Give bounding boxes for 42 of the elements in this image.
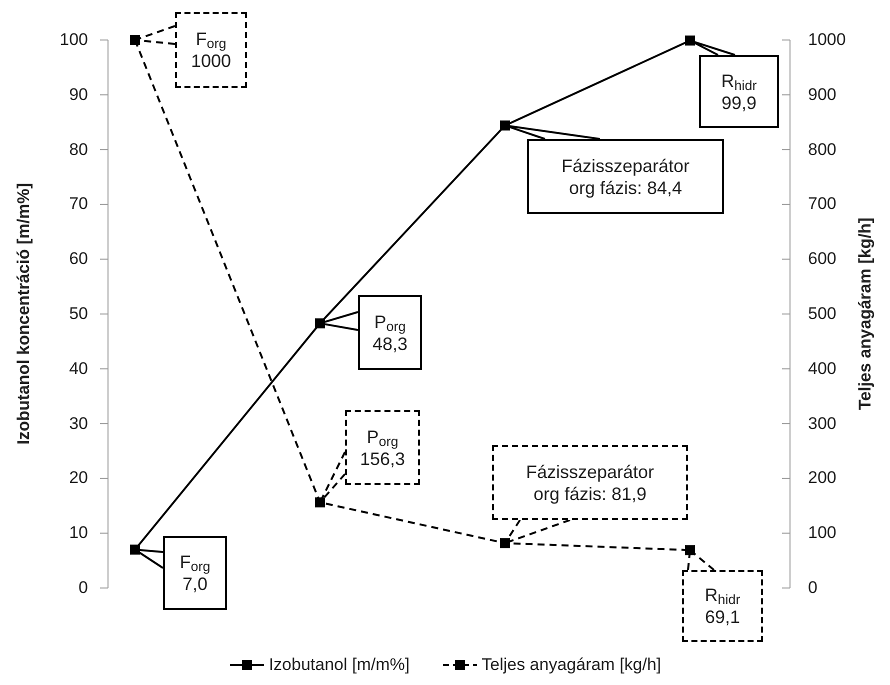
tick-label: 20 bbox=[68, 468, 88, 488]
callout-label: Fázisszeparátor org fázis: 81,9 bbox=[492, 445, 688, 520]
tick-label: 1000 bbox=[808, 30, 846, 50]
annotation: Fázisszeparátor org fázis: 84,4 bbox=[560, 154, 691, 198]
tick-label: 400 bbox=[808, 358, 836, 379]
axis-title: Izobutanol koncentráció [m/m%] bbox=[13, 183, 34, 445]
tick-label: 60 bbox=[68, 249, 88, 270]
axis-title: Teljes anyagáram [kg/h] bbox=[854, 218, 876, 410]
callout-label: F$_{org}$ 1000 bbox=[175, 12, 247, 88]
tick-label: 800 bbox=[808, 140, 836, 160]
tick-label: 100 bbox=[58, 30, 88, 50]
annotation: R$_{hidr}$ 99,9 bbox=[720, 70, 758, 114]
tick-label: 70 bbox=[68, 194, 88, 214]
tick-label: 700 bbox=[808, 194, 836, 214]
callout-label: F$_{org}$ 7,0 bbox=[163, 536, 227, 610]
tick-label: 500 bbox=[808, 304, 836, 324]
annotation: R$_{hidr}$ 69,1 bbox=[704, 584, 742, 628]
legend-label: Teljes anyagáram [kg/h] bbox=[482, 654, 662, 676]
callout-label: R$_{hidr}$ 69,1 bbox=[682, 570, 763, 642]
tick-label: 100 bbox=[808, 523, 836, 544]
annotation: F$_{org}$ 7,0 bbox=[178, 551, 212, 595]
annotation: Fázisszeparátor org fázis: 81,9 bbox=[524, 460, 656, 504]
tick-label: 30 bbox=[68, 414, 88, 434]
tick-label: 80 bbox=[68, 140, 88, 160]
callout-label: R$_{hidr}$ 99,9 bbox=[699, 55, 779, 128]
tick-label: 0 bbox=[78, 578, 88, 598]
annotation: P$_{org}$ 156,3 bbox=[360, 426, 406, 470]
tick-label: 600 bbox=[808, 249, 836, 270]
tick-label: 10 bbox=[68, 523, 88, 544]
tick-label: 50 bbox=[68, 304, 88, 324]
callout-label: Fázisszeparátor org fázis: 84,4 bbox=[527, 139, 724, 214]
tick-label: 900 bbox=[808, 84, 836, 105]
tick-label: 300 bbox=[808, 414, 836, 434]
annotation: P$_{org}$ 48,3 bbox=[371, 310, 409, 354]
legend-label: Izobutanol [m/m%] bbox=[268, 654, 410, 676]
callout-label: P$_{org}$ 48,3 bbox=[358, 295, 422, 370]
tick-label: 0 bbox=[808, 578, 818, 598]
callout-label: P$_{org}$ 156,3 bbox=[345, 410, 420, 485]
tick-label: 90 bbox=[68, 84, 88, 105]
tick-label: 200 bbox=[808, 468, 836, 488]
annotation: F$_{org}$ 1000 bbox=[190, 28, 232, 72]
tick-label: 40 bbox=[68, 358, 88, 379]
